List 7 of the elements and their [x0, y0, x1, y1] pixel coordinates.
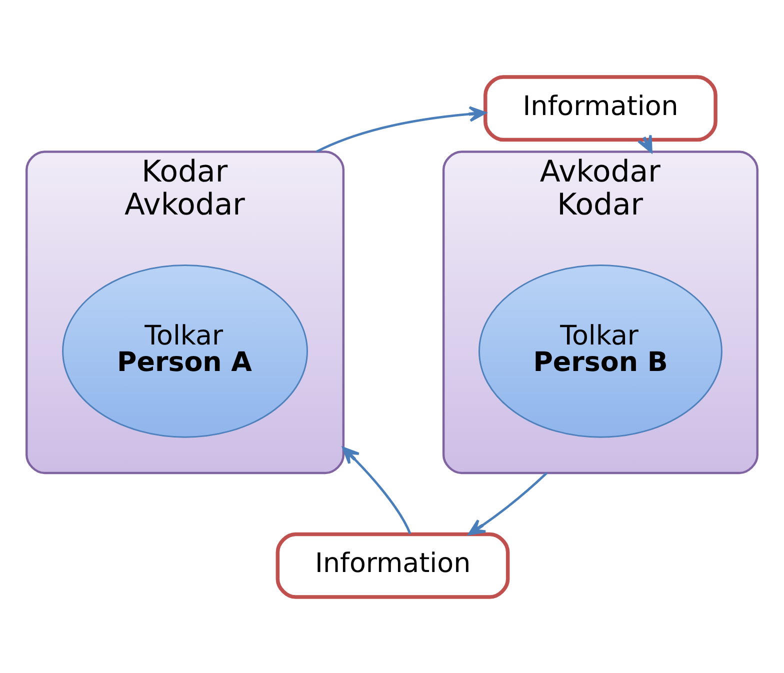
arrow	[637, 134, 652, 152]
arrow	[342, 446, 412, 534]
arrow	[316, 106, 486, 152]
node-box: Information	[276, 532, 510, 598]
arrow	[468, 472, 548, 535]
node-ellipse: Tolkar Person A	[62, 264, 308, 438]
node-ellipse: Tolkar Person B	[478, 264, 722, 438]
